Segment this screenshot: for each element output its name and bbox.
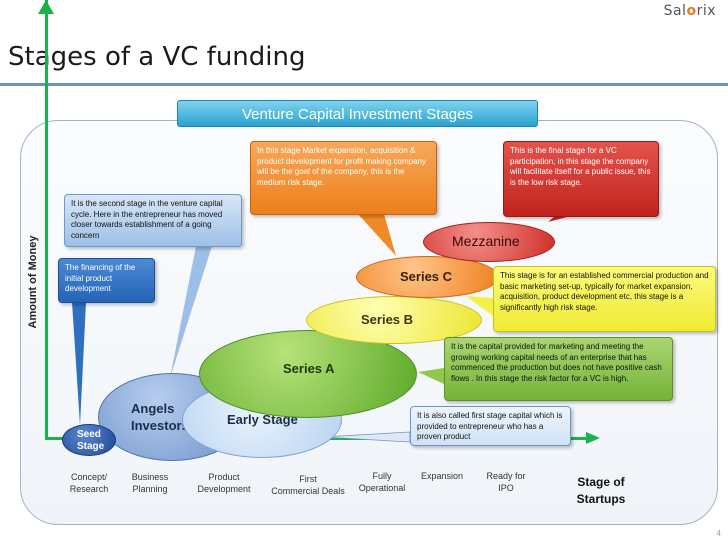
logo-text-pre: Sal — [663, 3, 687, 19]
x-axis-label: Stage of Startups — [576, 475, 626, 506]
stage-tick-line2: Research — [69, 484, 109, 494]
stage-tick-line2: Planning — [132, 484, 168, 494]
series-c-label: Series C — [400, 269, 453, 284]
logo-text-accent: o — [686, 3, 697, 19]
series-b-ellipse: Series B — [306, 296, 482, 344]
series-a-label: Series A — [283, 361, 335, 376]
mezzanine-callout: This is the final stage for a VC partici… — [503, 141, 659, 217]
series-b-callout: This stage is for an established commerc… — [493, 266, 716, 332]
seed-label-line1: Seed — [77, 429, 101, 440]
logo-text-post: rix — [696, 3, 716, 19]
mezzanine-callout-tail — [548, 216, 571, 222]
series-b-label: Series B — [361, 312, 414, 327]
stage-tick-line1: Product — [208, 472, 240, 482]
slide-title: Stages of a VC funding — [8, 42, 306, 72]
stage-tick-line1: Fully — [372, 471, 392, 481]
page-number: 4 — [716, 529, 721, 538]
stage-tick-line2: IPO — [498, 483, 514, 493]
series-a-ellipse: Series A — [199, 330, 417, 418]
seed-callout-tail — [72, 302, 86, 425]
stage-tick-line1: Expansion — [420, 471, 464, 481]
series-c-callout: In this stage Market expansion, acquisit… — [250, 141, 437, 215]
y-axis-arrowhead-icon — [38, 0, 54, 14]
series-c-ellipse: Series C — [356, 256, 499, 298]
stage-tick-line2: Operational — [358, 483, 406, 493]
diagram-banner: Venture Capital Investment Stages — [177, 100, 538, 127]
seed-label-line2: Stage — [77, 441, 105, 452]
series-a-callout-tail — [418, 368, 444, 384]
seed-callout: The financing of the initial product dev… — [58, 258, 155, 303]
x-axis-arrowhead-icon — [586, 432, 600, 444]
angels-investors-label: Angels Investors — [131, 400, 189, 434]
series-a-callout: It is the capital provided for marketing… — [444, 337, 673, 401]
company-logo: Salorix — [664, 3, 716, 19]
stage-tick-line2: Development — [197, 484, 251, 494]
mezzanine-label: Mezzanine — [452, 233, 520, 249]
angels-callout-tail — [170, 246, 212, 378]
series-b-callout-tail — [466, 296, 493, 316]
stage-tick-line1: Business — [131, 472, 169, 482]
mezzanine-ellipse: Mezzanine — [423, 222, 555, 262]
title-divider — [0, 83, 728, 86]
series-c-callout-tail — [358, 214, 396, 256]
stage-tick-line1: Ready for — [486, 471, 526, 481]
angels-label-line2: Investors — [131, 418, 189, 433]
stage-tick-line2: Commercial Deals — [271, 486, 345, 496]
stage-tick: Concept/Research — [54, 471, 124, 495]
seed-stage-ellipse: Seed Stage — [62, 424, 116, 456]
y-axis-arrow — [45, 0, 48, 440]
stage-tick-line1: Concept/ — [70, 472, 108, 482]
angels-label-line1: Angels — [131, 401, 175, 416]
stage-tick-line1: First — [299, 474, 317, 484]
stage-tick: Expansion — [407, 470, 477, 482]
seed-stage-label: Seed Stage — [77, 429, 104, 453]
early-stage-callout: It is also called first stage capital wh… — [410, 406, 571, 446]
angels-callout: It is the second stage in the venture ca… — [64, 194, 242, 247]
